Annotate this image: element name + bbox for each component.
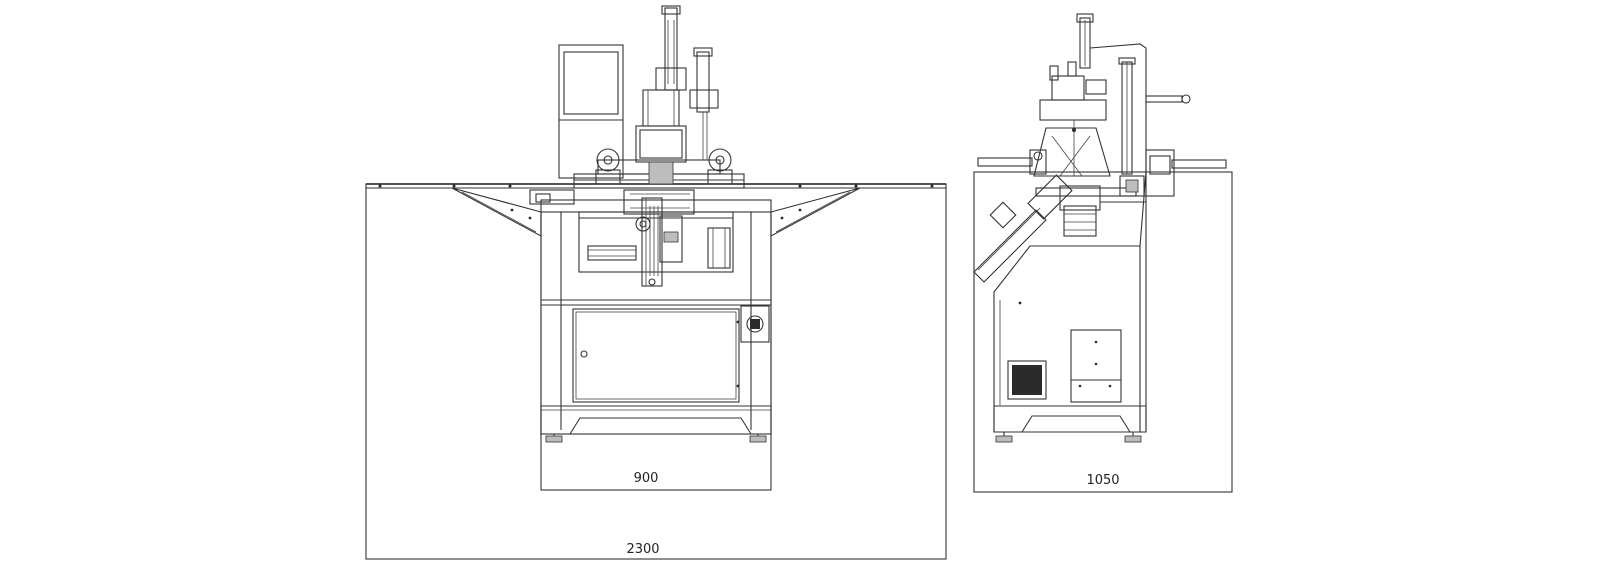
front-right-wing (770, 187, 861, 237)
front-cylinder-main (664, 7, 678, 91)
side-inclined-arm (973, 174, 1073, 283)
side-left-handle (977, 157, 1033, 167)
side-envelope (973, 171, 1233, 493)
front-cabinet (540, 211, 772, 443)
front-cylinder-aux (696, 51, 710, 113)
side-foot-rear (1124, 435, 1142, 443)
front-base-width-label: 900 (634, 471, 659, 486)
side-working-head (977, 13, 1227, 237)
front-cabinet-door (572, 308, 740, 403)
front-control-panel (740, 305, 770, 343)
front-roller-left (596, 148, 620, 172)
front-base-envelope (540, 199, 772, 491)
front-view: 900 2300 (365, 5, 947, 560)
front-roller-right (708, 148, 732, 172)
front-overall-width-label: 2300 (626, 542, 659, 557)
front-table-top (366, 183, 946, 189)
front-monitor (558, 44, 624, 179)
side-vent-grille (1007, 360, 1047, 400)
front-upper-head (529, 5, 745, 205)
front-left-wing (451, 187, 542, 237)
side-column (1079, 17, 1091, 69)
side-access-door (1070, 329, 1122, 403)
side-view: 1050 (973, 13, 1233, 493)
front-carriage (578, 189, 734, 287)
front-foot-right (749, 435, 767, 443)
front-overall-envelope (365, 183, 947, 560)
side-foot-front (995, 435, 1013, 443)
front-foot-left (545, 435, 563, 443)
side-cabinet (993, 171, 1147, 443)
door-knob (580, 350, 588, 358)
side-depth-label: 1050 (1086, 473, 1119, 488)
